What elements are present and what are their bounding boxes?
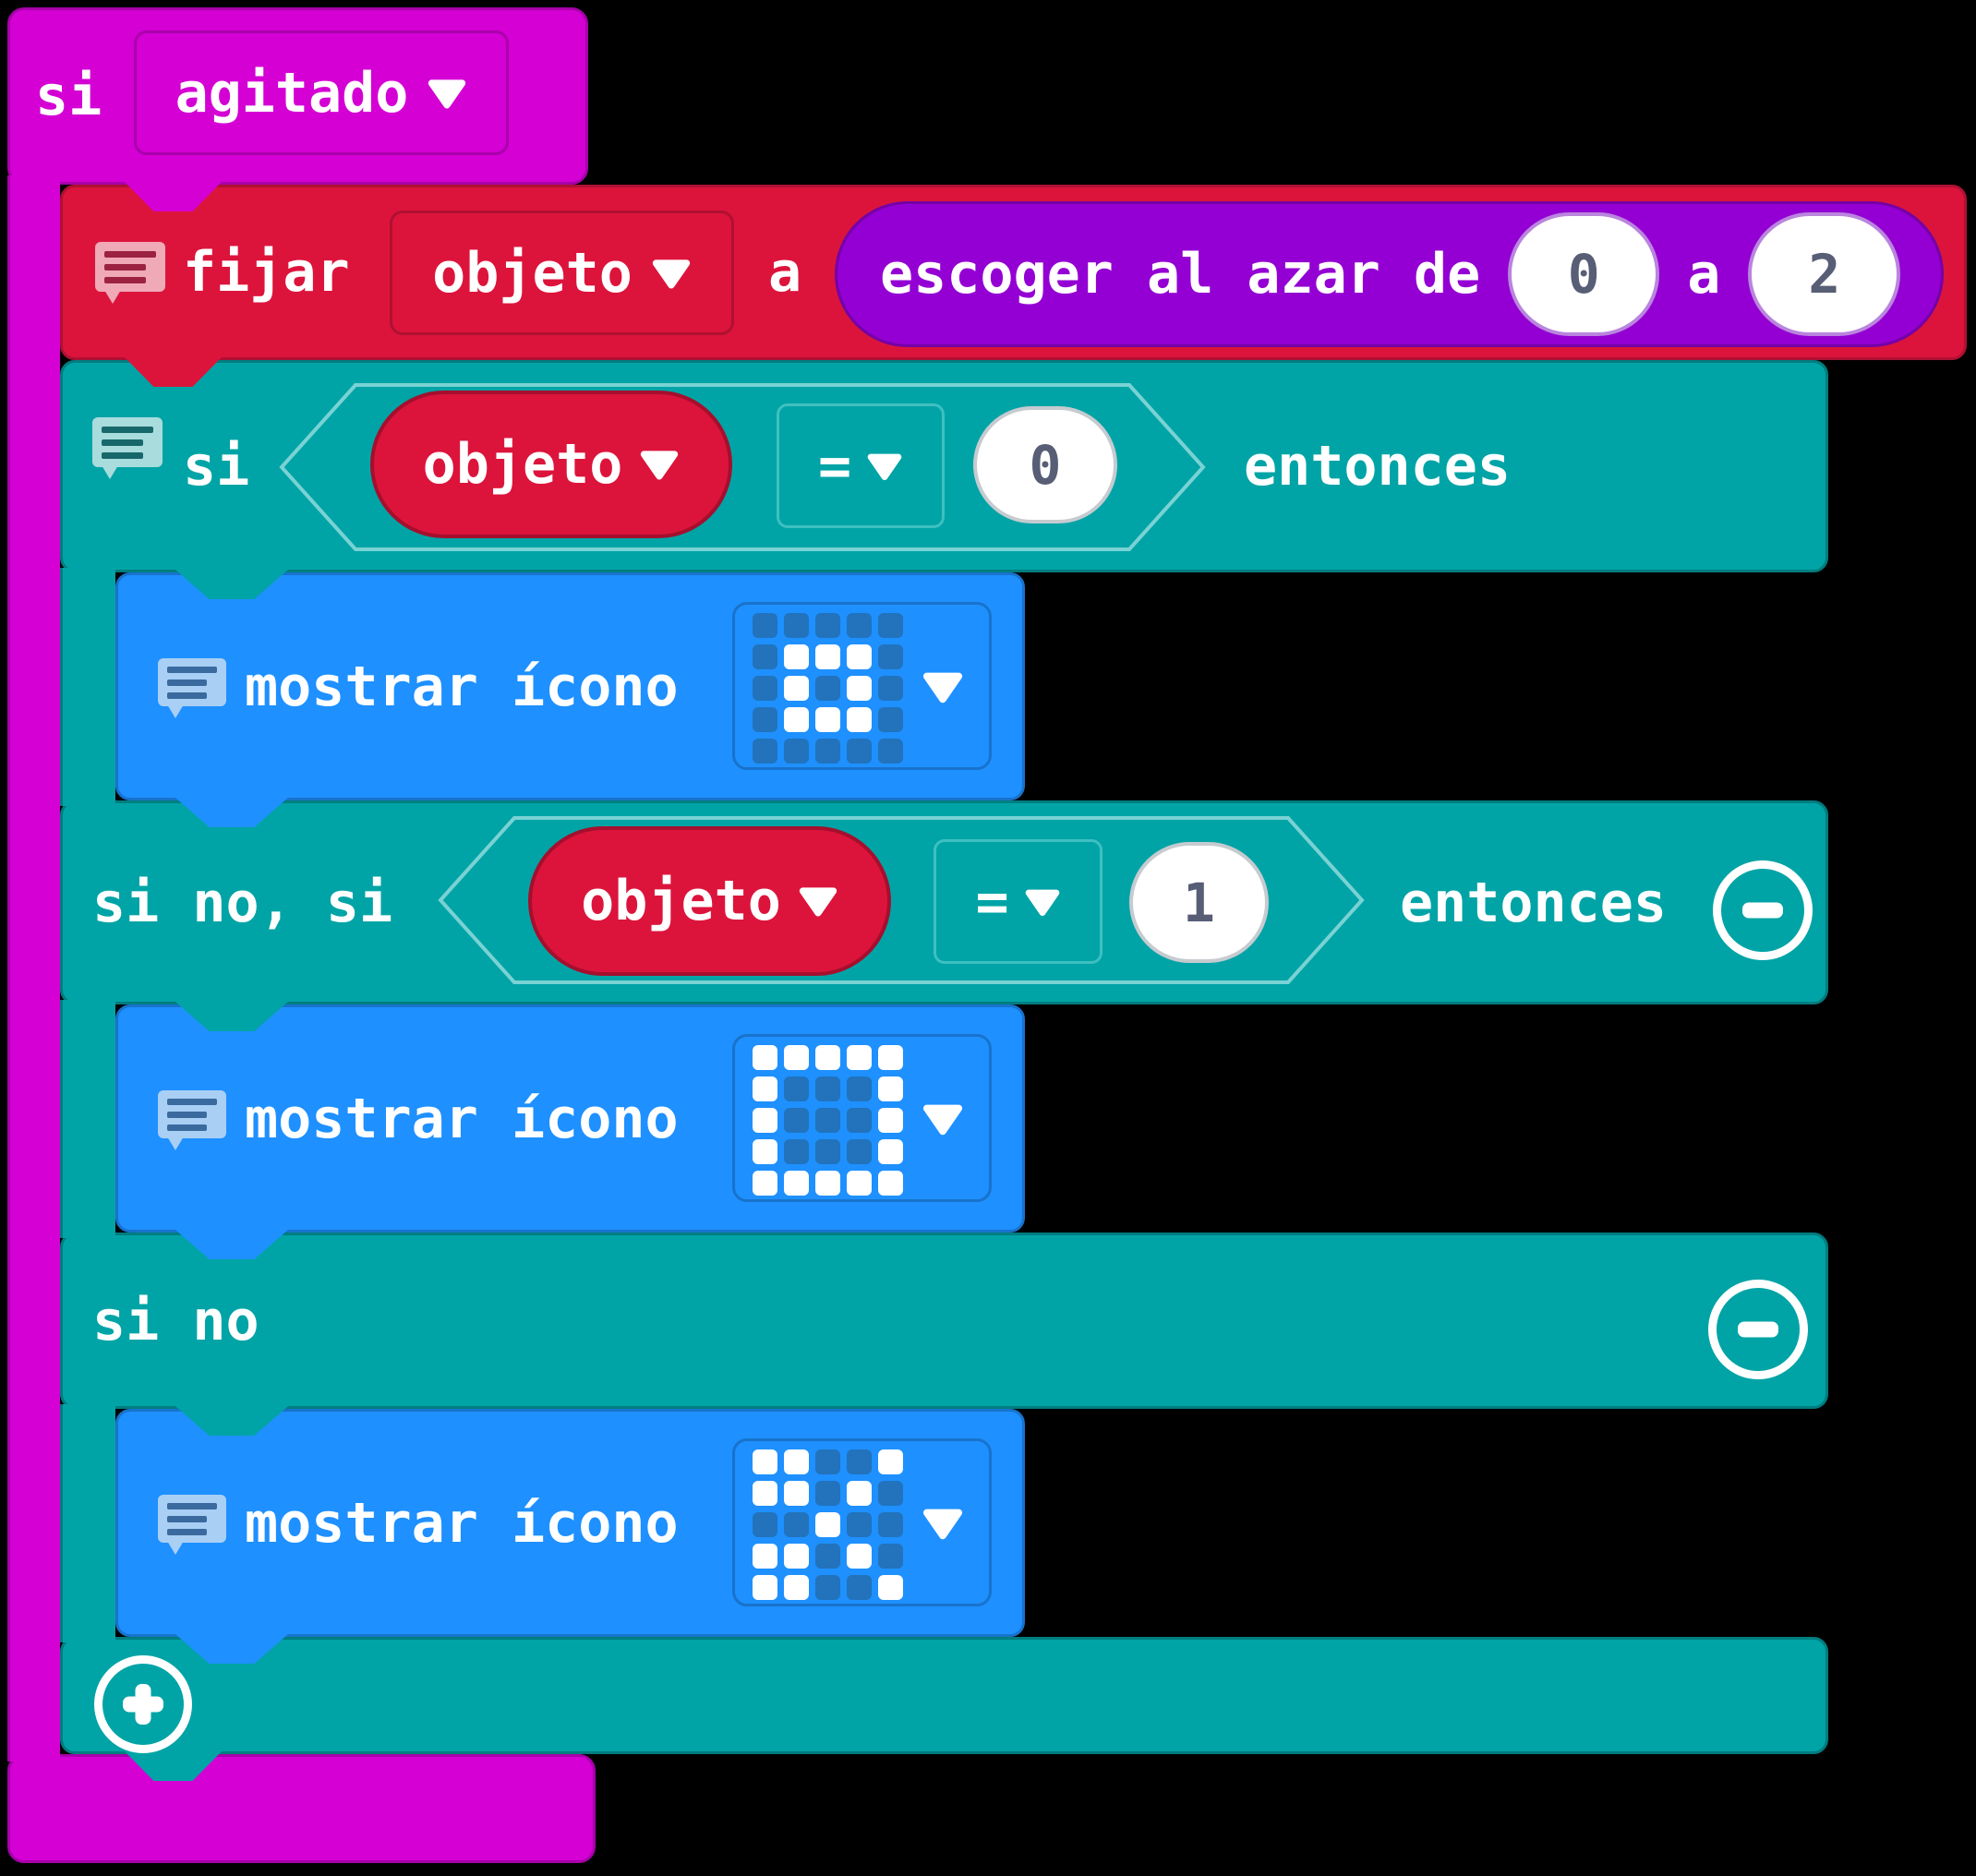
chevron-down-icon — [799, 887, 837, 917]
compare-value: 0 — [1029, 433, 1062, 497]
chevron-down-icon — [922, 672, 963, 704]
chevron-down-icon — [652, 259, 691, 289]
minus-icon — [1738, 1321, 1778, 1338]
operator-value: = — [975, 869, 1009, 934]
set-variable-value: objeto — [432, 240, 633, 306]
if-label: si — [183, 434, 250, 499]
comment-icon[interactable] — [95, 242, 165, 304]
if-inner-spine — [60, 1000, 115, 1238]
led-small-square-icon — [753, 613, 903, 764]
show-icon-body[interactable] — [115, 572, 1025, 800]
pick-random-block[interactable]: escoger al azar de 0 a 2 — [835, 201, 1944, 347]
then-label: entonces — [1400, 870, 1667, 935]
if-inner-spine — [60, 1404, 115, 1642]
led-square-icon — [753, 1045, 903, 1196]
pick-random-label: escoger al azar de — [880, 242, 1481, 307]
variable-name: objeto — [422, 432, 623, 497]
variable-pill[interactable]: objeto — [528, 826, 891, 976]
set-label: fijar — [183, 240, 350, 305]
random-from-input[interactable]: 0 — [1508, 212, 1660, 336]
remove-elseif-button[interactable] — [1713, 860, 1813, 960]
icon-dropdown[interactable] — [732, 1034, 992, 1202]
icon-dropdown[interactable] — [732, 602, 992, 770]
then-label: entonces — [1244, 434, 1511, 499]
show-icon-label: mostrar ícono — [245, 654, 679, 719]
elseif-row[interactable] — [60, 800, 1828, 1004]
compare-value-input[interactable]: 0 — [973, 406, 1117, 523]
on-shake-left-spine — [7, 175, 60, 1762]
on-shake-footer — [7, 1754, 596, 1863]
chevron-down-icon — [867, 453, 902, 480]
comment-icon[interactable] — [158, 658, 226, 718]
set-variable-dropdown[interactable]: objeto — [390, 210, 734, 335]
shake-event-value: agitado — [175, 60, 409, 126]
random-from-value: 0 — [1567, 243, 1600, 306]
else-row[interactable] — [60, 1233, 1828, 1409]
operator-value: = — [817, 433, 852, 499]
chevron-down-icon — [428, 78, 466, 109]
random-to-value: 2 — [1808, 243, 1841, 306]
shake-event-dropdown[interactable]: agitado — [134, 30, 509, 155]
if-bottom-row[interactable] — [60, 1637, 1828, 1754]
else-label: si no — [92, 1288, 259, 1353]
show-icon-body[interactable] — [115, 1409, 1025, 1637]
if-inner-spine — [60, 568, 115, 806]
plus-icon — [135, 1684, 151, 1725]
show-icon-label: mostrar ícono — [245, 1490, 679, 1556]
on-shake-header[interactable] — [7, 7, 588, 185]
on-shake-prefix-label: si — [35, 64, 102, 128]
set-to-label: a — [768, 240, 802, 305]
minus-icon — [1742, 902, 1783, 919]
remove-else-button[interactable] — [1708, 1280, 1808, 1379]
comment-icon[interactable] — [158, 1495, 226, 1555]
comment-icon[interactable] — [92, 417, 163, 479]
add-branch-button[interactable] — [94, 1655, 192, 1753]
variable-name: objeto — [581, 869, 781, 933]
operator-dropdown[interactable]: = — [934, 839, 1102, 964]
chevron-down-icon — [922, 1509, 963, 1540]
chevron-down-icon — [1025, 889, 1059, 916]
compare-value: 1 — [1183, 871, 1215, 934]
variable-pill[interactable]: objeto — [370, 391, 732, 538]
icon-dropdown[interactable] — [732, 1438, 992, 1606]
random-a-label: a — [1687, 242, 1721, 307]
led-scissors-icon — [753, 1449, 903, 1600]
chevron-down-icon — [641, 451, 679, 480]
show-icon-label: mostrar ícono — [245, 1086, 679, 1151]
operator-dropdown[interactable]: = — [777, 403, 945, 528]
condition-hexagon — [438, 816, 1365, 984]
show-icon-body[interactable] — [115, 1004, 1025, 1233]
random-to-input[interactable]: 2 — [1748, 212, 1901, 336]
condition-hexagon — [279, 383, 1206, 551]
elseif-label: si no, si — [92, 870, 393, 935]
compare-value-input[interactable]: 1 — [1129, 842, 1269, 963]
chevron-down-icon — [922, 1104, 963, 1136]
comment-icon[interactable] — [158, 1090, 226, 1150]
